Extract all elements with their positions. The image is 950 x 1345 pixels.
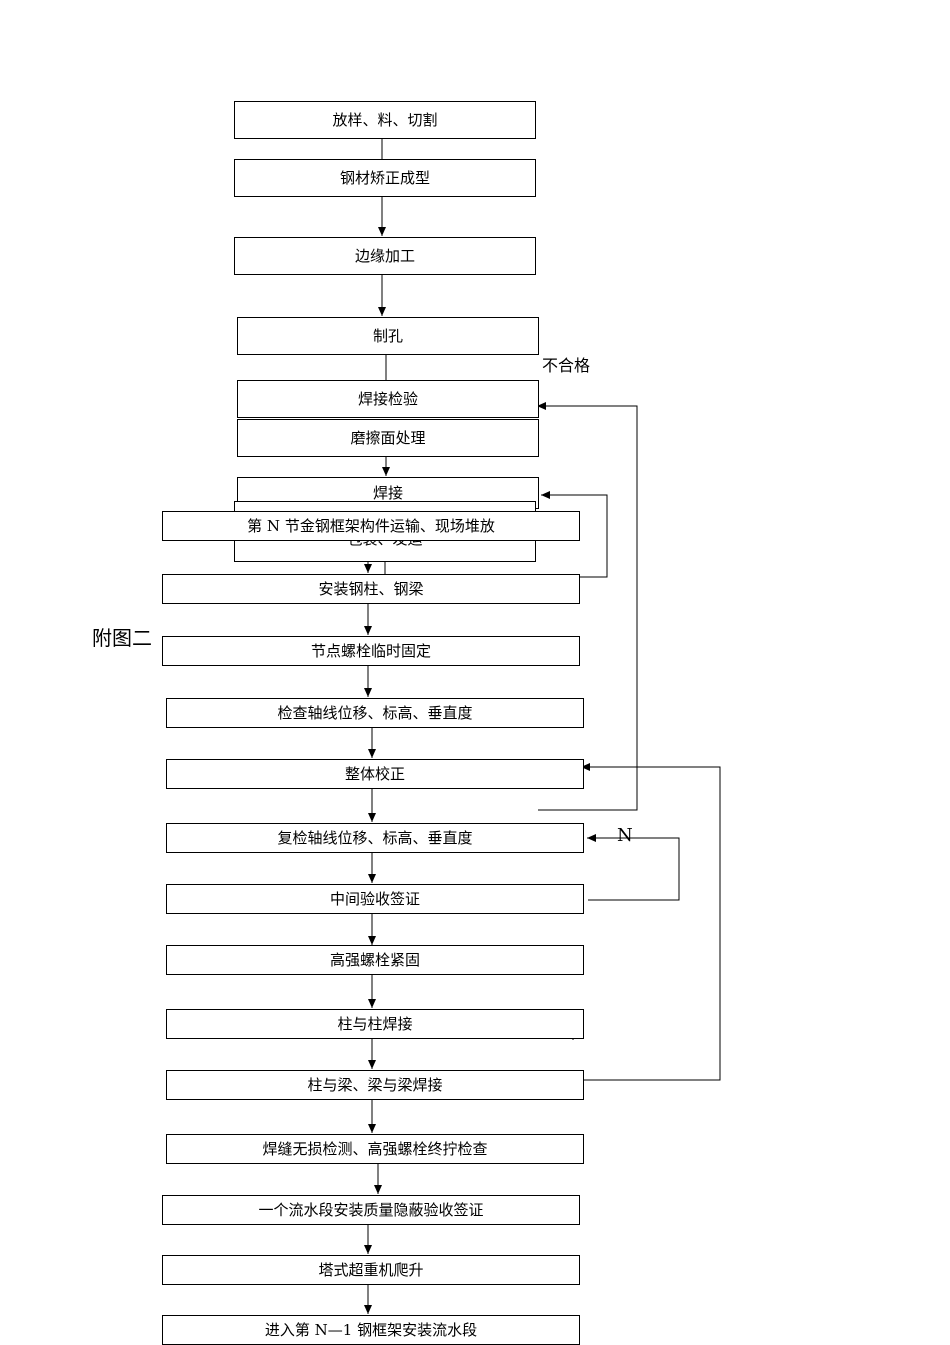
step-mid-acceptance: 中间验收签证 <box>166 884 584 914</box>
step-overall-correct: 整体校正 <box>166 759 584 789</box>
step-beam-weld: 柱与梁、梁与梁焊接 <box>166 1070 584 1100</box>
step-friction-surface: 磨擦面处理 <box>237 419 539 457</box>
step-transport: 第 N 节金钢框架构件运输、现场堆放 <box>162 511 580 541</box>
step-temp-fix: 节点螺栓临时固定 <box>162 636 580 666</box>
step-check-axis: 检查轴线位移、标高、垂直度 <box>166 698 584 728</box>
feedback-loop-n <box>587 834 680 901</box>
step-ndt-check: 焊缝无损检测、高强螺栓终拧检查 <box>166 1134 584 1164</box>
step-hidden-acceptance: 一个流水段安装质量隐蔽验收签证 <box>162 1195 580 1225</box>
fail-label: 不合格 <box>542 356 591 375</box>
step-install: 安装钢柱、钢梁 <box>162 574 580 604</box>
side-label: 附图二 <box>92 626 152 650</box>
step-next-segment: 进入第 N—1 钢框架安装流水段 <box>162 1315 580 1345</box>
step-crane-climb: 塔式超重机爬升 <box>162 1255 580 1285</box>
step-weld-inspection: 焊接检验 <box>237 380 539 418</box>
feedback-loop-correct <box>581 763 721 1081</box>
step-edge: 边缘加工 <box>234 237 536 275</box>
step-hole: 制孔 <box>237 317 539 355</box>
step-recheck-axis: 复检轴线位移、标高、垂直度 <box>166 823 584 853</box>
step-bolt-tighten: 高强螺栓紧固 <box>166 945 584 975</box>
n-label: N <box>617 825 633 846</box>
feedback-loop-weld <box>541 491 608 578</box>
step-cut: 放样、料、切割 <box>234 101 536 139</box>
step-straighten: 钢材矫正成型 <box>234 159 536 197</box>
step-column-weld: 柱与柱焊接 <box>166 1009 584 1039</box>
feedback-loop-fail <box>537 402 638 811</box>
